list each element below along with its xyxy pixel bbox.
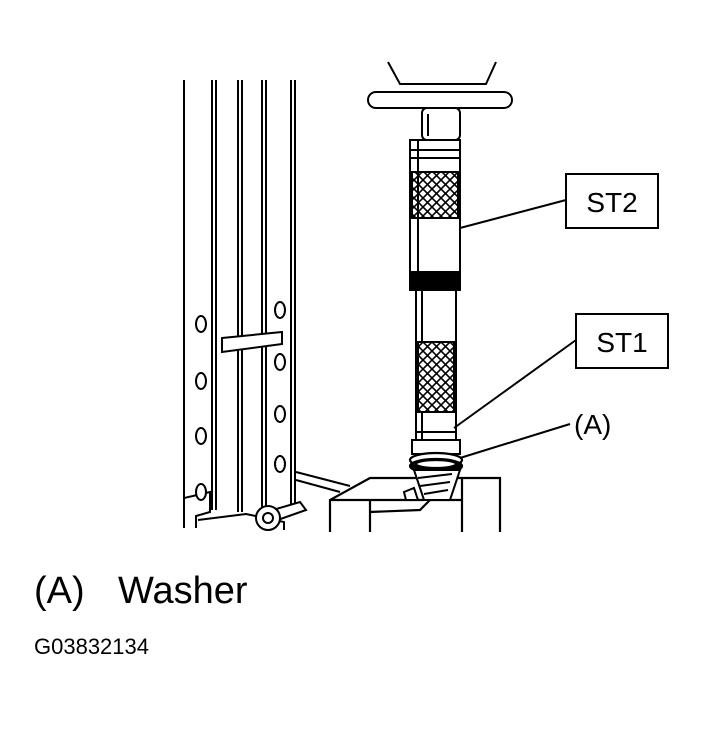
callout-label-st1: ST1 [596, 327, 647, 358]
leader-line-a [459, 423, 571, 459]
callout-st2: ST2 [459, 173, 659, 229]
illustration: ST2 ST1 (A) [183, 61, 669, 532]
legend-key: (A) [34, 570, 85, 612]
callout-box-st2 [565, 173, 659, 229]
pin-assembly [255, 471, 351, 531]
threaded-tip [402, 469, 462, 501]
special-tool-st2 [409, 139, 461, 291]
special-tool-st1 [411, 289, 461, 455]
legend-description: Washer [118, 570, 248, 612]
frame-column [183, 80, 296, 530]
callout-a: (A) [459, 409, 611, 459]
figure-id: G03832134 [34, 634, 149, 659]
leader-line-st1 [453, 339, 577, 429]
callout-st1: ST1 [453, 313, 669, 429]
callout-label-a: (A) [574, 409, 611, 440]
frame-holes [195, 301, 286, 501]
callout-box-st1 [575, 313, 669, 369]
leader-line-st2 [459, 199, 567, 229]
press-handle [367, 61, 513, 141]
callout-label-st2: ST2 [586, 187, 637, 218]
block [328, 476, 502, 532]
